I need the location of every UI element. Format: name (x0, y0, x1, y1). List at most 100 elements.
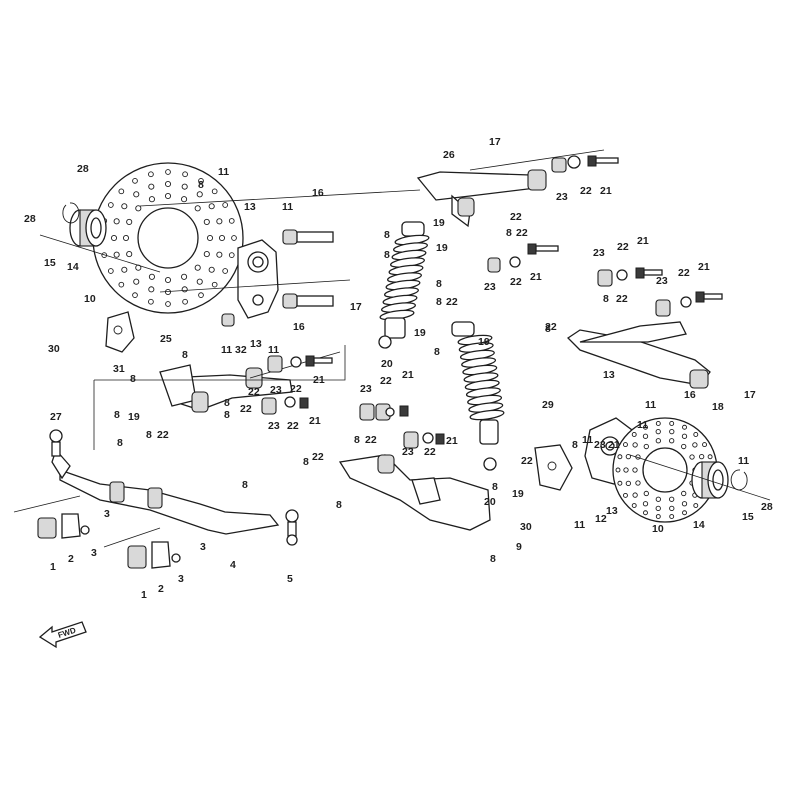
callout-15: 15 (742, 511, 754, 523)
stabilizer-bar (51, 448, 280, 535)
disc-vent-hole (206, 234, 214, 242)
callout-3: 3 (178, 573, 184, 585)
disc-vent-hole (164, 192, 172, 200)
right-brake-disc (612, 417, 718, 523)
callout-11: 11 (268, 344, 279, 356)
callout-22: 22 (510, 276, 522, 288)
left-shock-absorber (378, 221, 430, 349)
callout-27: 27 (50, 411, 62, 423)
callout-21: 21 (637, 235, 649, 247)
disc-vent-hole (707, 454, 713, 460)
disc-vent-hole (623, 467, 629, 473)
callout-22: 22 (446, 296, 458, 308)
callout-25: 25 (160, 333, 172, 345)
disc-vent-hole (222, 268, 229, 274)
disc-vent-hole (681, 443, 687, 450)
callout-23: 23 (270, 384, 282, 396)
callout-8: 8 (146, 429, 152, 441)
disc-vent-hole (693, 432, 699, 437)
callout-11: 11 (221, 344, 232, 356)
callout-8: 8 (224, 409, 230, 421)
callout-22: 22 (240, 403, 252, 415)
left-steering-knuckle (237, 239, 279, 319)
disc-vent-hole (642, 501, 649, 507)
disc-vent-hole (216, 251, 223, 258)
callout-8: 8 (242, 479, 248, 491)
disc-vent-hole (631, 503, 637, 508)
callout-22: 22 (616, 293, 628, 305)
right-caliper-bracket (534, 444, 573, 491)
callout-21: 21 (313, 374, 325, 386)
callout-22: 22 (248, 386, 260, 398)
callout-13: 13 (244, 201, 256, 213)
callout-22: 22 (365, 434, 377, 446)
callout-14: 14 (693, 519, 705, 531)
callout-3: 3 (200, 541, 206, 553)
callout-17: 17 (489, 136, 501, 148)
callout-16: 16 (312, 187, 324, 199)
disc-vent-hole (228, 218, 235, 224)
callout-21: 21 (600, 185, 612, 197)
disc-vent-hole (623, 492, 628, 498)
disc-vent-hole (643, 490, 649, 497)
disc-vent-hole (107, 268, 114, 274)
callout-19: 19 (512, 488, 524, 500)
disc-vent-hole (148, 286, 155, 293)
stabilizer-links (49, 429, 299, 546)
disc-vent-hole (632, 467, 638, 473)
callout-8: 8 (545, 323, 551, 335)
callout-22: 22 (545, 321, 557, 333)
disc-vent-hole (133, 191, 140, 198)
callout-22: 22 (678, 267, 690, 279)
disc-vent-hole (669, 421, 675, 426)
callout-5: 5 (287, 573, 293, 585)
disc-vent-hole (682, 510, 687, 516)
disc-vent-hole (113, 218, 120, 225)
callout-28: 28 (761, 501, 773, 513)
callout-30: 30 (48, 343, 60, 355)
disc-vent-hole (126, 218, 133, 225)
disc-vent-hole (196, 278, 203, 285)
callout-12: 12 (595, 513, 607, 525)
disc-vent-hole (617, 480, 623, 486)
callout-10: 10 (652, 523, 664, 535)
disc-vent-hole (698, 454, 705, 460)
callout-8: 8 (492, 481, 498, 493)
left-caliper-bracket (105, 311, 135, 353)
callout-8: 8 (224, 397, 230, 409)
stabilizer-bushings (37, 513, 181, 569)
callout-8: 8 (303, 456, 309, 468)
disc-vent-hole (135, 205, 142, 212)
callout-22: 22 (287, 420, 299, 432)
callout-23: 23 (593, 247, 605, 259)
right-shock-absorber (451, 321, 505, 471)
right-upper-arm-hardware (597, 267, 723, 317)
disc-vent-hole (655, 496, 661, 502)
disc-vent-hole (635, 480, 641, 486)
callout-8: 8 (198, 179, 204, 191)
callout-11: 11 (738, 455, 749, 467)
disc-vent-hole (655, 505, 661, 512)
left-circlip (62, 202, 80, 224)
disc-vent-hole (182, 171, 188, 178)
disc-vent-hole (643, 424, 648, 430)
disc-vent-hole (632, 492, 638, 498)
callout-23: 23 (484, 281, 496, 293)
callout-11: 11 (574, 519, 585, 531)
disc-vent-hole (181, 183, 188, 190)
callout-8: 8 (182, 349, 188, 361)
callout-23: 23 (656, 275, 668, 287)
callout-22: 22 (521, 455, 533, 467)
disc-vent-hole (165, 301, 171, 307)
callout-23: 23 (268, 420, 280, 432)
disc-vent-hole (222, 202, 229, 208)
disc-vent-hole (655, 438, 661, 444)
callout-8: 8 (117, 437, 123, 449)
callout-8: 8 (506, 227, 512, 239)
disc-vent-hole (669, 505, 675, 512)
callout-21: 21 (530, 271, 542, 283)
disc-vent-hole (118, 281, 125, 288)
fwd-arrow-icon: FWD (38, 621, 87, 649)
callout-21: 21 (446, 435, 458, 447)
